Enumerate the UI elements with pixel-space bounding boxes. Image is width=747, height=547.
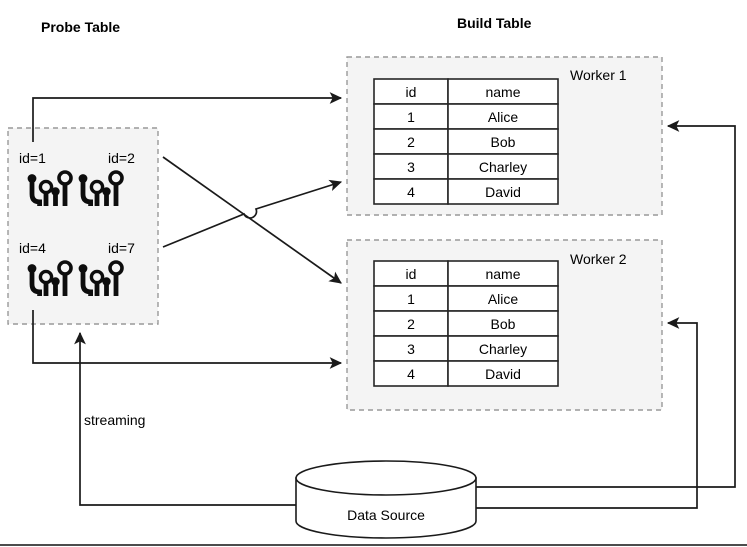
probe-sensor-label-7: id=7 <box>108 240 135 256</box>
cell-name: David <box>485 184 521 200</box>
database-cylinder-top <box>295 460 477 496</box>
table-row[interactable]: 4 David <box>373 360 559 387</box>
data-source-label: Data Source <box>347 507 425 523</box>
worker-2-col-id: id <box>406 266 417 282</box>
edge-probe-id7-to-worker1 <box>162 179 343 248</box>
edge-datasource-streaming-to-probe <box>74 331 296 506</box>
edge-probe-to-worker2-bottom <box>32 310 343 369</box>
worker-2-table[interactable]: id name 1 Alice 2 Bob 3 Charley <box>373 260 559 387</box>
table-row[interactable]: 2 Bob <box>373 128 559 155</box>
cell-name: Alice <box>488 109 519 125</box>
cell-id: 3 <box>407 341 415 357</box>
worker-1-col-name: name <box>485 84 520 100</box>
cell-name: Bob <box>491 134 516 150</box>
worker-1-table[interactable]: id name 1 Alice 2 Bob 3 Charley <box>373 78 559 205</box>
cell-id: 3 <box>407 159 415 175</box>
cell-id: 1 <box>407 109 415 125</box>
worker-1-label: Worker 1 <box>570 67 627 83</box>
probe-sensor-label-2: id=2 <box>108 150 135 166</box>
cell-name: Charley <box>479 159 527 175</box>
worker-1-col-id: id <box>406 84 417 100</box>
table-row[interactable]: 3 Charley <box>373 335 559 362</box>
cell-name: Alice <box>488 291 519 307</box>
cell-id: 4 <box>407 366 415 382</box>
cell-id: 2 <box>407 316 415 332</box>
table-row[interactable]: 1 Alice <box>373 285 559 312</box>
cell-id: 1 <box>407 291 415 307</box>
edge-probe-to-worker1-top <box>32 92 343 142</box>
edge-label-streaming: streaming <box>84 412 145 428</box>
table-row[interactable]: 4 David <box>373 178 559 205</box>
cell-name: Bob <box>491 316 516 332</box>
probe-table-group[interactable]: id=1 id=2 id=4 id=7 <box>7 127 159 325</box>
worker-1-group[interactable]: Worker 1 id name 1 Alice 2 Bob <box>346 56 663 216</box>
probe-sensor-label-1: id=1 <box>19 150 46 166</box>
edge-probe-id2-to-worker2 <box>162 156 342 284</box>
worker-2-col-name: name <box>485 266 520 282</box>
worker-2-label: Worker 2 <box>570 251 627 267</box>
page-title-probe: Probe Table <box>41 19 120 35</box>
worker-2-group[interactable]: Worker 2 id name 1 Alice 2 Bob 3 <box>346 239 663 411</box>
data-source-node[interactable]: Data Source <box>295 460 477 539</box>
cell-id: 2 <box>407 134 415 150</box>
page-title-build: Build Table <box>457 15 532 31</box>
table-row[interactable]: 2 Bob <box>373 310 559 337</box>
cell-name: Charley <box>479 341 527 357</box>
probe-sensor-label-4: id=4 <box>19 240 46 256</box>
cell-name: David <box>485 366 521 382</box>
edge-datasource-to-worker2 <box>476 317 698 509</box>
table-row[interactable]: 1 Alice <box>373 103 559 130</box>
table-row[interactable]: 3 Charley <box>373 153 559 180</box>
cell-id: 4 <box>407 184 415 200</box>
edge-datasource-to-worker1 <box>476 120 736 488</box>
